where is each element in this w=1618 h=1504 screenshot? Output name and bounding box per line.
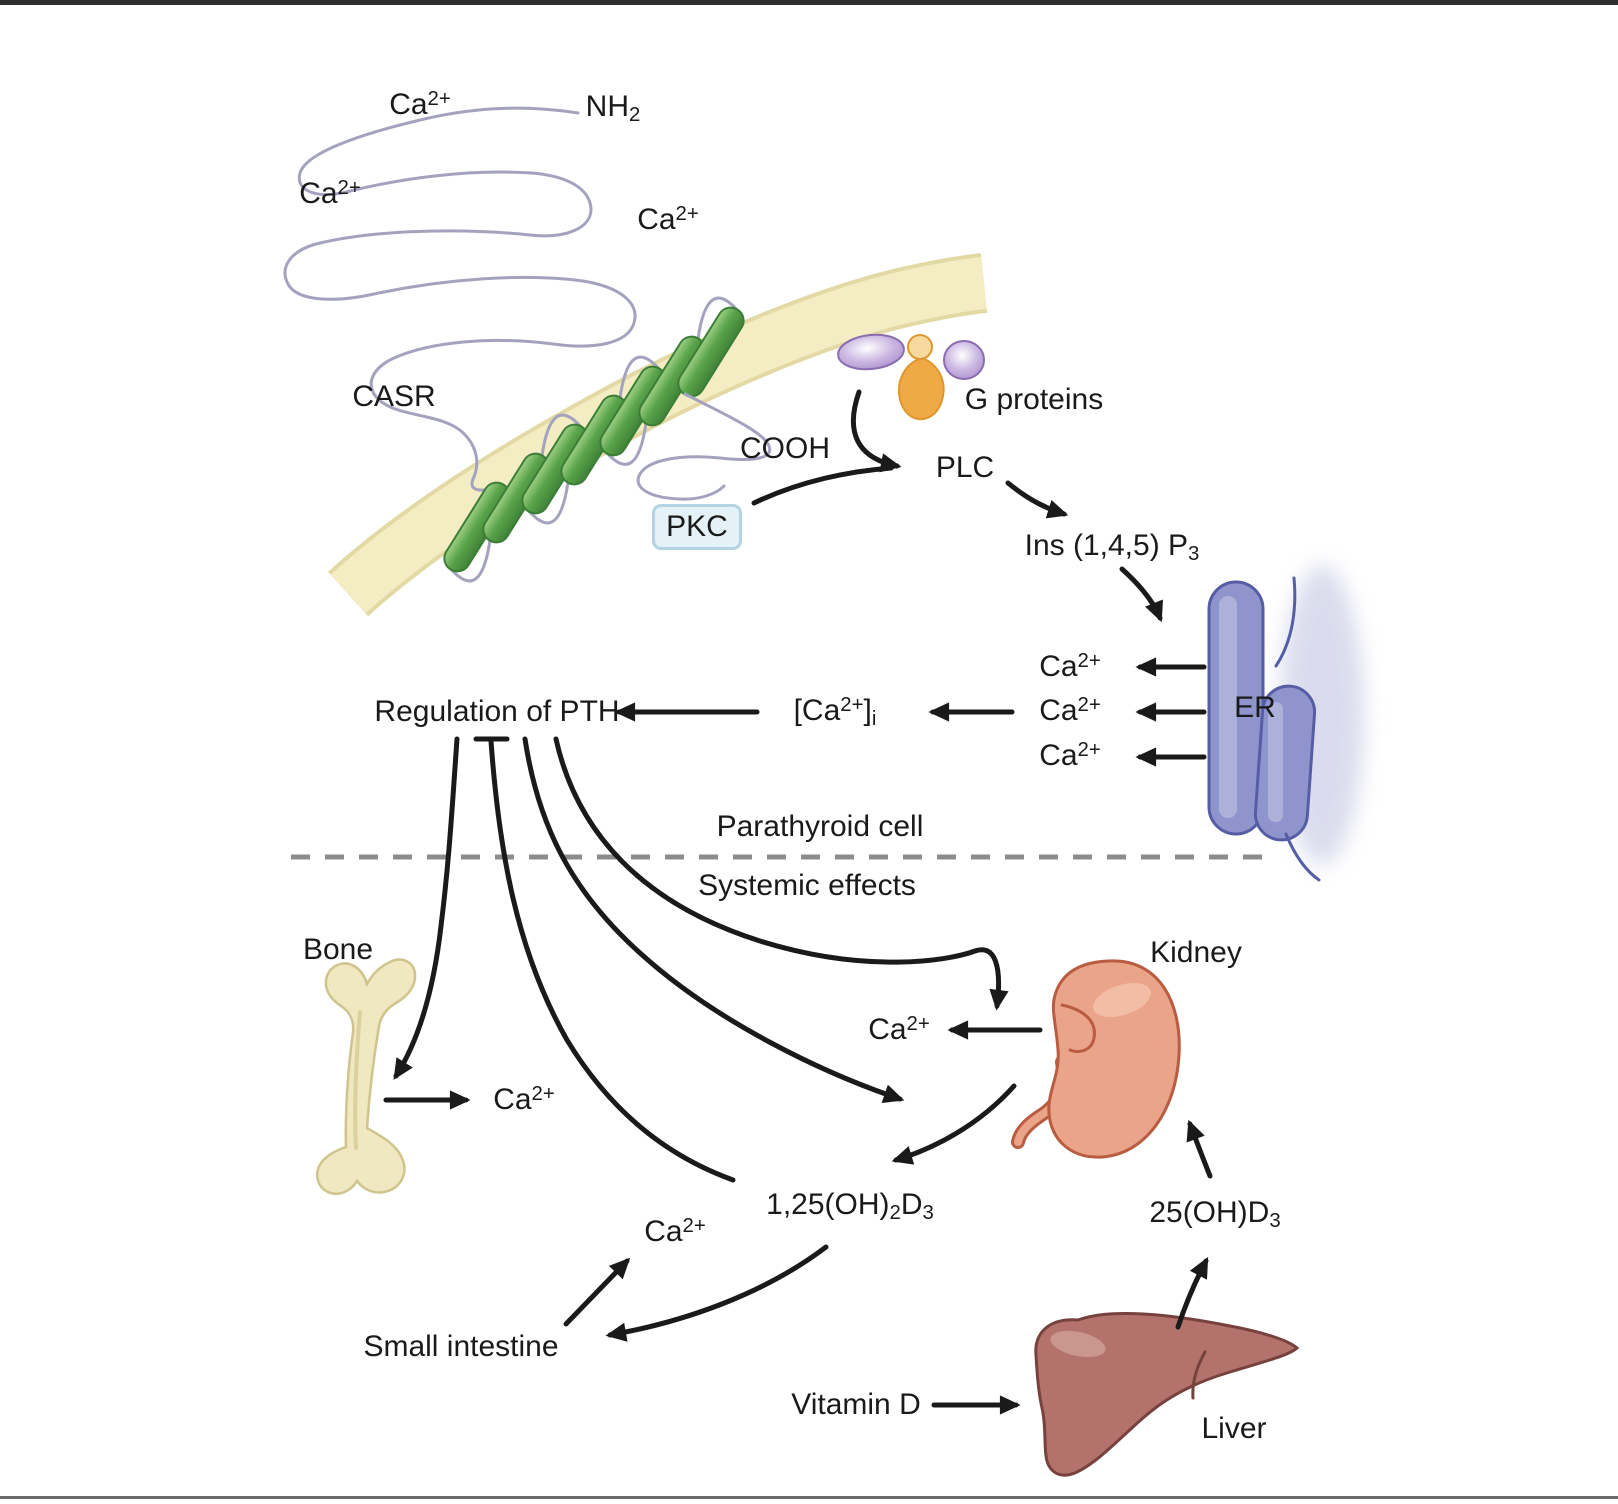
ca-base: Ca bbox=[493, 1083, 532, 1116]
ip3-sub: 3 bbox=[1188, 542, 1200, 565]
ca-ion-label-er-2: Ca2+ bbox=[1039, 694, 1101, 727]
intracellular-ca-label: [Ca2+]i bbox=[793, 694, 877, 729]
ca-sup: 2+ bbox=[1077, 739, 1101, 762]
ca-base: Ca bbox=[868, 1013, 907, 1046]
ca-ion-label-er-3: Ca2+ bbox=[1039, 739, 1101, 772]
nh2-label: NH2 bbox=[585, 90, 641, 126]
d125-p2: D bbox=[900, 1188, 923, 1221]
ca-sup: 2+ bbox=[675, 203, 699, 226]
cooh-label: COOH bbox=[740, 432, 830, 465]
figure-top-border bbox=[0, 0, 1618, 5]
ca-base: Ca bbox=[1039, 650, 1078, 683]
g-protein-alpha-shape bbox=[837, 333, 905, 371]
ca-ion-label-top: Ca2+ bbox=[389, 88, 451, 121]
casr-c-terminal-tail bbox=[636, 392, 772, 501]
arrow-intestine-to-ca bbox=[563, 1257, 631, 1327]
arrow-pth-to-bone bbox=[393, 736, 460, 1080]
ca-sup: 2+ bbox=[337, 177, 361, 200]
arrow-ip3-to-er bbox=[1119, 566, 1163, 623]
inhibition-d125-to-pth bbox=[488, 738, 736, 1183]
d25-s1: 3 bbox=[1269, 1209, 1281, 1232]
bone-illustration bbox=[315, 958, 417, 1196]
ca-sup: 2+ bbox=[531, 1083, 555, 1106]
d125-p1: 1,25(OH) bbox=[766, 1188, 890, 1221]
g-proteins-label: G proteins bbox=[964, 383, 1104, 416]
g-protein-complex bbox=[837, 333, 985, 421]
arrow-plc-to-ip3 bbox=[1005, 480, 1069, 519]
pkc-box: PKC bbox=[652, 504, 742, 550]
d125-s1: 2 bbox=[889, 1201, 901, 1224]
ca-sup: 2+ bbox=[1077, 650, 1101, 673]
d25-label: 25(OH)D3 bbox=[1149, 1196, 1280, 1232]
ca-sup: 2+ bbox=[1077, 694, 1101, 717]
kidney-illustration bbox=[1011, 959, 1181, 1159]
cai-p1: [Ca bbox=[793, 694, 841, 727]
casr-label: CASR bbox=[352, 380, 436, 413]
kidney-label: Kidney bbox=[1150, 936, 1242, 969]
liver-label: Liver bbox=[1201, 1412, 1267, 1445]
ca-ion-label-intestine: Ca2+ bbox=[644, 1215, 706, 1248]
g-protein-gamma-shape bbox=[943, 340, 985, 380]
arrow-gproteins-to-plc bbox=[850, 389, 902, 473]
parathyroid-cell-label: Parathyroid cell bbox=[716, 810, 924, 843]
arrow-pkc-to-plc bbox=[751, 465, 894, 506]
ca-base: Ca bbox=[389, 88, 428, 121]
cai-p2: ] bbox=[863, 694, 872, 727]
ca-ion-label-er-1: Ca2+ bbox=[1039, 650, 1101, 683]
ca-base: Ca bbox=[299, 177, 338, 210]
endoplasmic-reticulum bbox=[1207, 565, 1364, 882]
plc-label: PLC bbox=[935, 451, 995, 484]
ca-sup: 2+ bbox=[682, 1215, 706, 1238]
bone-label: Bone bbox=[302, 933, 374, 966]
figure-bottom-border bbox=[0, 1496, 1618, 1499]
arrow-kidney-to-d125 bbox=[891, 1083, 1017, 1165]
arrow-d125-to-intestine bbox=[605, 1244, 829, 1342]
ca-sup: 2+ bbox=[427, 88, 451, 111]
ca-sup: 2+ bbox=[906, 1013, 930, 1036]
vitamin-d-label: Vitamin D bbox=[791, 1388, 921, 1421]
arrow-liver-to-d25 bbox=[1175, 1256, 1209, 1330]
g-protein-orange-body bbox=[897, 356, 945, 421]
systemic-effects-label: Systemic effects bbox=[698, 869, 916, 902]
small-intestine-label: Small intestine bbox=[363, 1330, 559, 1363]
ca-base: Ca bbox=[637, 203, 676, 236]
liver-illustration bbox=[1034, 1311, 1300, 1477]
cai-sup: 2+ bbox=[840, 694, 864, 717]
casr-extracellular-loops bbox=[283, 106, 739, 583]
ca-base: Ca bbox=[644, 1215, 683, 1248]
er-label: ER bbox=[1234, 691, 1276, 724]
nh2-base: NH bbox=[585, 90, 629, 123]
ca-ion-label-left: Ca2+ bbox=[299, 177, 361, 210]
regulation-of-pth-label: Regulation of PTH bbox=[374, 695, 620, 728]
arrows bbox=[383, 389, 1213, 1415]
nh2-sub: 2 bbox=[629, 103, 641, 126]
g-protein-orange-head bbox=[907, 334, 933, 360]
arrow-pth-to-kidney-ca bbox=[553, 736, 1009, 1011]
ca-ion-label-kidney: Ca2+ bbox=[868, 1013, 930, 1046]
ca-base: Ca bbox=[1039, 694, 1078, 727]
liver-highlight bbox=[1050, 1330, 1106, 1358]
ca-ion-label-bone: Ca2+ bbox=[493, 1083, 555, 1116]
cai-sub: i bbox=[871, 707, 877, 730]
d125-s2: 3 bbox=[922, 1201, 934, 1224]
d25-p1: 25(OH)D bbox=[1149, 1196, 1270, 1229]
kidney-highlight bbox=[1093, 982, 1151, 1018]
ip3-base: Ins (1,4,5) P bbox=[1024, 529, 1189, 562]
casr-transmembrane-helices bbox=[443, 306, 745, 573]
arrow-pth-to-kidney-d125 bbox=[522, 736, 905, 1103]
ca-base: Ca bbox=[1039, 739, 1078, 772]
d125-label: 1,25(OH)2D3 bbox=[766, 1188, 934, 1224]
arrow-d25-to-kidney bbox=[1186, 1119, 1213, 1179]
ca-ion-label-right: Ca2+ bbox=[637, 203, 699, 236]
pkc-label: PKC bbox=[666, 510, 728, 543]
ip3-label: Ins (1,4,5) P3 bbox=[1024, 529, 1200, 565]
